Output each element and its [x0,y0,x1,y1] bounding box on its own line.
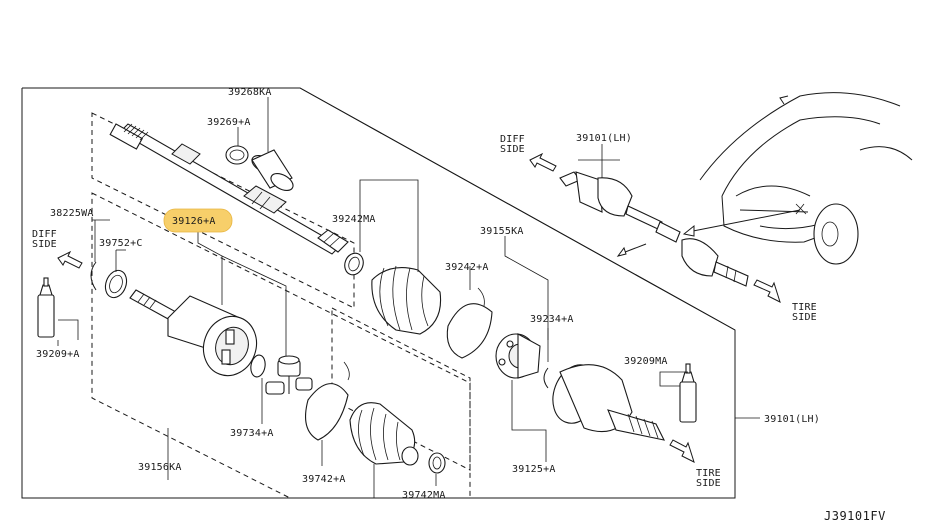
arrow-diff-side-left [57,250,83,269]
label-39742A[interactable]: 39742+A [302,474,346,485]
label-39209MA[interactable]: 39209MA [624,356,668,367]
label-39126A[interactable]: 39126+A [172,216,216,227]
diff-side-left-line1: DIFF [32,229,57,240]
inner-joint-group-box [91,192,471,499]
diff-side-left-line2: SIDE [32,239,57,250]
tire-side-bottom-line1: TIRE [696,468,721,479]
inner-boot-group-box [331,307,471,471]
label-39742MA[interactable]: 39742MA [402,490,446,501]
diff-side-top-line2: SIDE [500,144,525,155]
outer-race [495,333,541,379]
arrow-diff-side-top [529,152,557,172]
ring-39234A [543,367,549,389]
label-39242A[interactable]: 39242+A [445,262,489,273]
boot-band-39242A [446,303,493,359]
label-39242MA[interactable]: 39242MA [332,214,376,225]
label-39101LH-right[interactable]: 39101(LH) [764,414,820,425]
outer-boot [371,265,442,335]
grease-tube-39209MA [679,363,697,423]
snap-ring-38225WA [90,261,97,291]
leader-lines [57,97,760,498]
assembled-shaft-inset [559,171,749,287]
tire-side-top-line1: TIRE [792,302,817,313]
drive-shaft [109,123,349,255]
frame-edge [299,87,736,331]
clip-39742MA [428,452,446,474]
ring-39734A [250,354,266,378]
arrow-tire-side-top [753,279,781,303]
label-39155KA[interactable]: 39155KA [480,226,524,237]
tire-side-top-line2: SIDE [792,312,817,323]
arrow-tire-side-bottom [669,439,695,463]
label-39268KA[interactable]: 39268KA [228,87,272,98]
inner-boot [349,402,419,466]
label-38225WA[interactable]: 38225WA [50,208,94,219]
label-39156KA[interactable]: 39156KA [138,462,182,473]
tire-side-bottom-line2: SIDE [696,478,721,489]
diagram-reference: J39101FV [824,509,886,523]
ring-39752C [104,269,128,299]
tripod-spider [265,355,313,395]
label-39125A[interactable]: 39125+A [512,464,556,475]
label-39209A[interactable]: 39209+A [36,349,80,360]
label-39234A[interactable]: 39234+A [530,314,574,325]
inner-joint-housing [129,289,258,377]
clamp-39242MA [344,252,364,276]
grease-tube-39209A [37,277,55,338]
vehicle-icon [682,92,913,265]
clip-39269A [225,145,249,165]
diff-side-top-line1: DIFF [500,134,525,145]
label-39101LH-top[interactable]: 39101(LH) [576,133,632,144]
outer-joint [552,364,665,441]
boot-band-39742A [305,383,349,441]
damper-39268KA [251,149,294,191]
label-39734A[interactable]: 39734+A [230,428,274,439]
highlight-39126A [163,208,233,233]
label-39752C[interactable]: 39752+C [99,238,143,249]
label-39269A[interactable]: 39269+A [207,117,251,128]
